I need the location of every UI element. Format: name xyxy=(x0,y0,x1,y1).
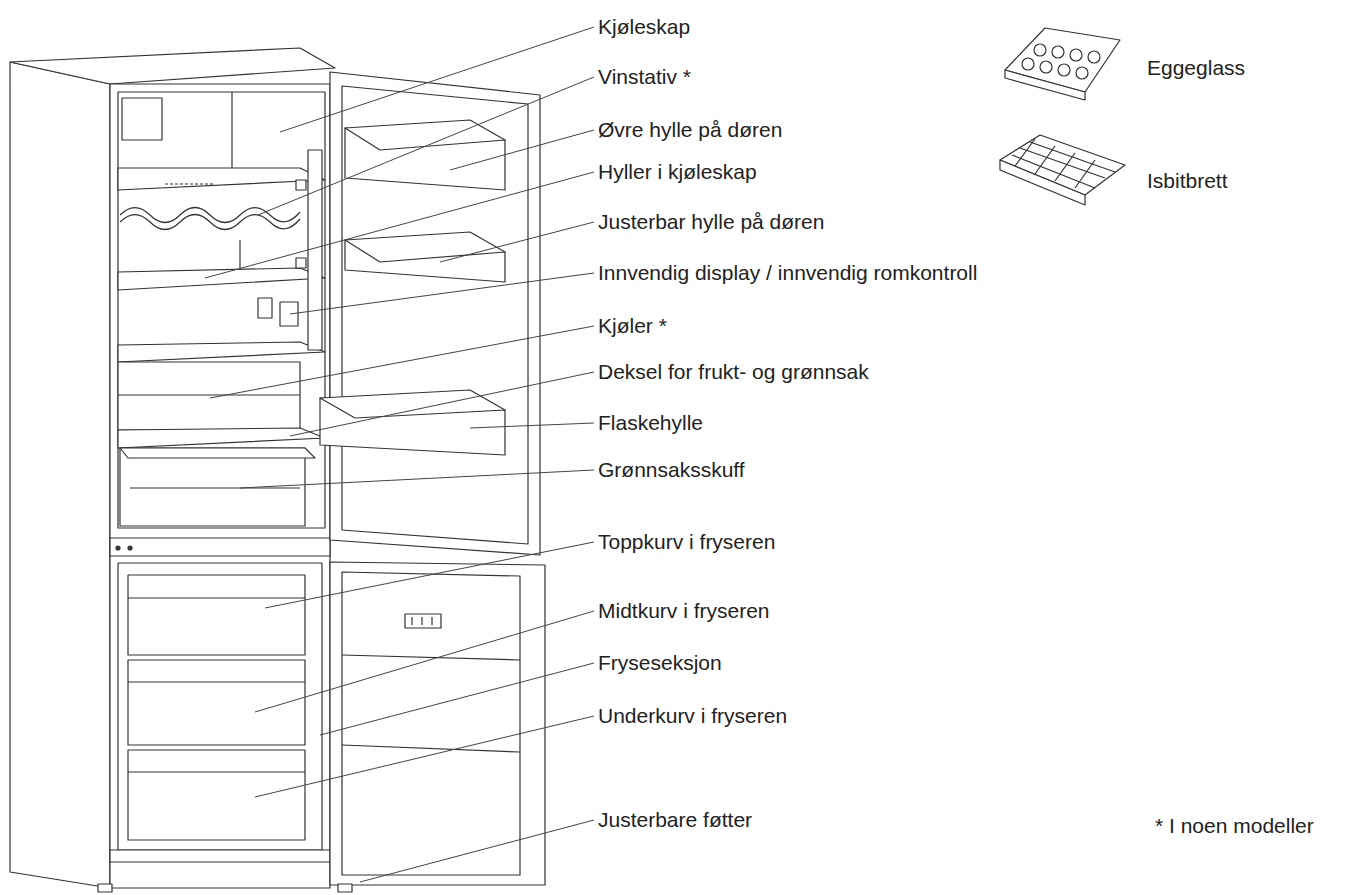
leader-lines xyxy=(240,470,594,488)
leader-lines xyxy=(258,77,594,215)
cabinet xyxy=(10,48,335,84)
part-label: Kjøler * xyxy=(598,314,667,338)
egg-tray xyxy=(1058,64,1070,76)
fridge-door xyxy=(308,150,322,350)
fridge-door xyxy=(330,72,540,555)
cabinet xyxy=(118,563,322,850)
freezer-baskets xyxy=(128,771,305,772)
footnote: * I noen modeller xyxy=(1155,814,1314,838)
part-label: Toppkurv i fryseren xyxy=(598,530,775,554)
fridge-interior xyxy=(280,302,298,326)
fridge-door xyxy=(320,390,505,418)
part-label: Øvre hylle på døren xyxy=(598,118,782,142)
freezer-door xyxy=(421,617,422,625)
leader-lines xyxy=(255,716,594,797)
fridge-interior xyxy=(122,98,162,140)
part-label: Vinstativ * xyxy=(598,65,691,89)
fridge-interior xyxy=(296,180,306,190)
freezer-door xyxy=(342,572,520,875)
fridge-interior xyxy=(118,268,325,290)
leader-lines xyxy=(290,273,594,314)
part-label: Hyller i kjøleskap xyxy=(598,160,757,184)
fridge-interior xyxy=(296,258,306,268)
fridge-door xyxy=(342,86,528,544)
freezer-baskets xyxy=(128,660,305,745)
fridge-interior xyxy=(130,487,300,488)
leader-lines xyxy=(205,172,594,278)
egg-tray xyxy=(1005,28,1120,100)
egg-tray xyxy=(1070,49,1082,61)
leader-lines xyxy=(265,542,594,608)
cabinet xyxy=(110,84,330,888)
fridge-interior xyxy=(118,428,325,448)
leader-lines xyxy=(440,222,594,262)
cabinet xyxy=(110,538,330,556)
egg-tray xyxy=(1052,46,1064,58)
leader-lines xyxy=(280,27,594,132)
cabinet xyxy=(116,546,120,550)
adjustable-feet xyxy=(98,884,112,892)
cabinet xyxy=(110,850,330,862)
freezer-door xyxy=(405,614,441,628)
ice-tray xyxy=(1000,135,1125,205)
freezer-door xyxy=(411,617,412,625)
part-label: Justerbare føtter xyxy=(598,808,752,832)
fridge-interior xyxy=(118,394,300,395)
fridge-interior xyxy=(120,215,300,230)
part-label: Grønnsaksskuff xyxy=(598,458,745,482)
freezer-baskets xyxy=(128,750,305,840)
fridge-interior xyxy=(118,98,325,526)
adjustable-feet xyxy=(98,884,352,892)
fridge-interior xyxy=(118,342,325,362)
fridge-interior xyxy=(120,448,315,458)
cabinet xyxy=(239,240,240,272)
ice-tray xyxy=(1015,139,1095,188)
freezer-baskets xyxy=(128,575,305,655)
part-label: Flaskehylle xyxy=(598,411,703,435)
cabinet xyxy=(118,92,325,528)
fridge-interior xyxy=(118,362,300,430)
part-label: Fryseseksjon xyxy=(598,651,722,675)
fridge-interior xyxy=(120,448,305,526)
part-label: Eggeglass xyxy=(1147,56,1245,80)
freezer-baskets xyxy=(128,575,305,840)
egg-tray xyxy=(1034,44,1046,56)
freezer-door xyxy=(431,617,432,625)
egg-tray xyxy=(1040,61,1052,73)
fridge-interior xyxy=(165,183,215,184)
fridge-interior xyxy=(120,208,300,223)
leader-lines xyxy=(360,820,594,882)
egg-tray xyxy=(1088,51,1100,63)
freezer-baskets xyxy=(128,681,305,682)
cabinet xyxy=(231,92,232,180)
leader-lines xyxy=(450,130,594,170)
part-label: Isbitbrett xyxy=(1147,169,1228,193)
leader-lines xyxy=(255,611,594,712)
fridge-door xyxy=(345,232,505,262)
part-label: Innvendig display / innvendig romkontrol… xyxy=(598,261,977,285)
adjustable-feet xyxy=(338,884,352,892)
freezer-door xyxy=(342,745,520,752)
egg-tray xyxy=(1005,70,1085,100)
part-label: Midtkurv i fryseren xyxy=(598,599,770,623)
cabinet xyxy=(10,48,335,888)
fridge-door xyxy=(345,120,505,150)
leader-lines xyxy=(205,27,594,882)
leader-lines xyxy=(210,326,594,398)
part-label: Deksel for frukt- og grønnsak xyxy=(598,360,869,384)
part-label: Underkurv i fryseren xyxy=(598,704,787,728)
leader-lines xyxy=(290,372,594,436)
egg-tray xyxy=(1076,67,1088,79)
egg-tray xyxy=(1022,58,1034,70)
cabinet xyxy=(10,62,110,888)
cabinet xyxy=(128,546,132,550)
part-label: Kjøleskap xyxy=(598,15,690,39)
fridge-interior xyxy=(118,168,325,190)
leader-lines xyxy=(470,423,594,428)
fridge-interior xyxy=(258,298,272,318)
freezer-baskets xyxy=(128,597,305,598)
part-label: Justerbar hylle på døren xyxy=(598,210,824,234)
leader-lines xyxy=(320,663,594,735)
